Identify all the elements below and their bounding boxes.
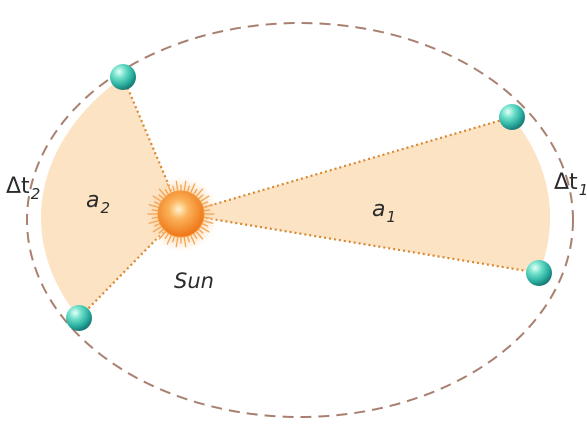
area-label-2: a2	[86, 190, 110, 216]
swept-area-a1	[181, 117, 550, 273]
time-interval-label-2-sub: 2	[31, 185, 41, 203]
planet-icon	[66, 305, 92, 331]
time-interval-label-2-main: Δt	[6, 174, 30, 199]
area-label-2-sub: 2	[100, 199, 110, 217]
area-label-2-main: a	[86, 188, 99, 213]
time-interval-label-1: Δt1	[554, 172, 587, 198]
area-label-1-sub: 1	[386, 208, 396, 226]
time-interval-label-1-sub: 1	[579, 181, 587, 199]
area-label-1-main: a	[372, 197, 385, 222]
area-label-1: a1	[372, 199, 396, 225]
planet-icon	[526, 260, 552, 286]
time-interval-label-2: Δt2	[6, 176, 40, 202]
sun-label: Sun	[174, 271, 214, 292]
planet-icon	[499, 104, 525, 130]
time-interval-label-1-main: Δt	[554, 170, 578, 195]
planet-icon	[110, 64, 136, 90]
sun-icon	[143, 176, 219, 252]
